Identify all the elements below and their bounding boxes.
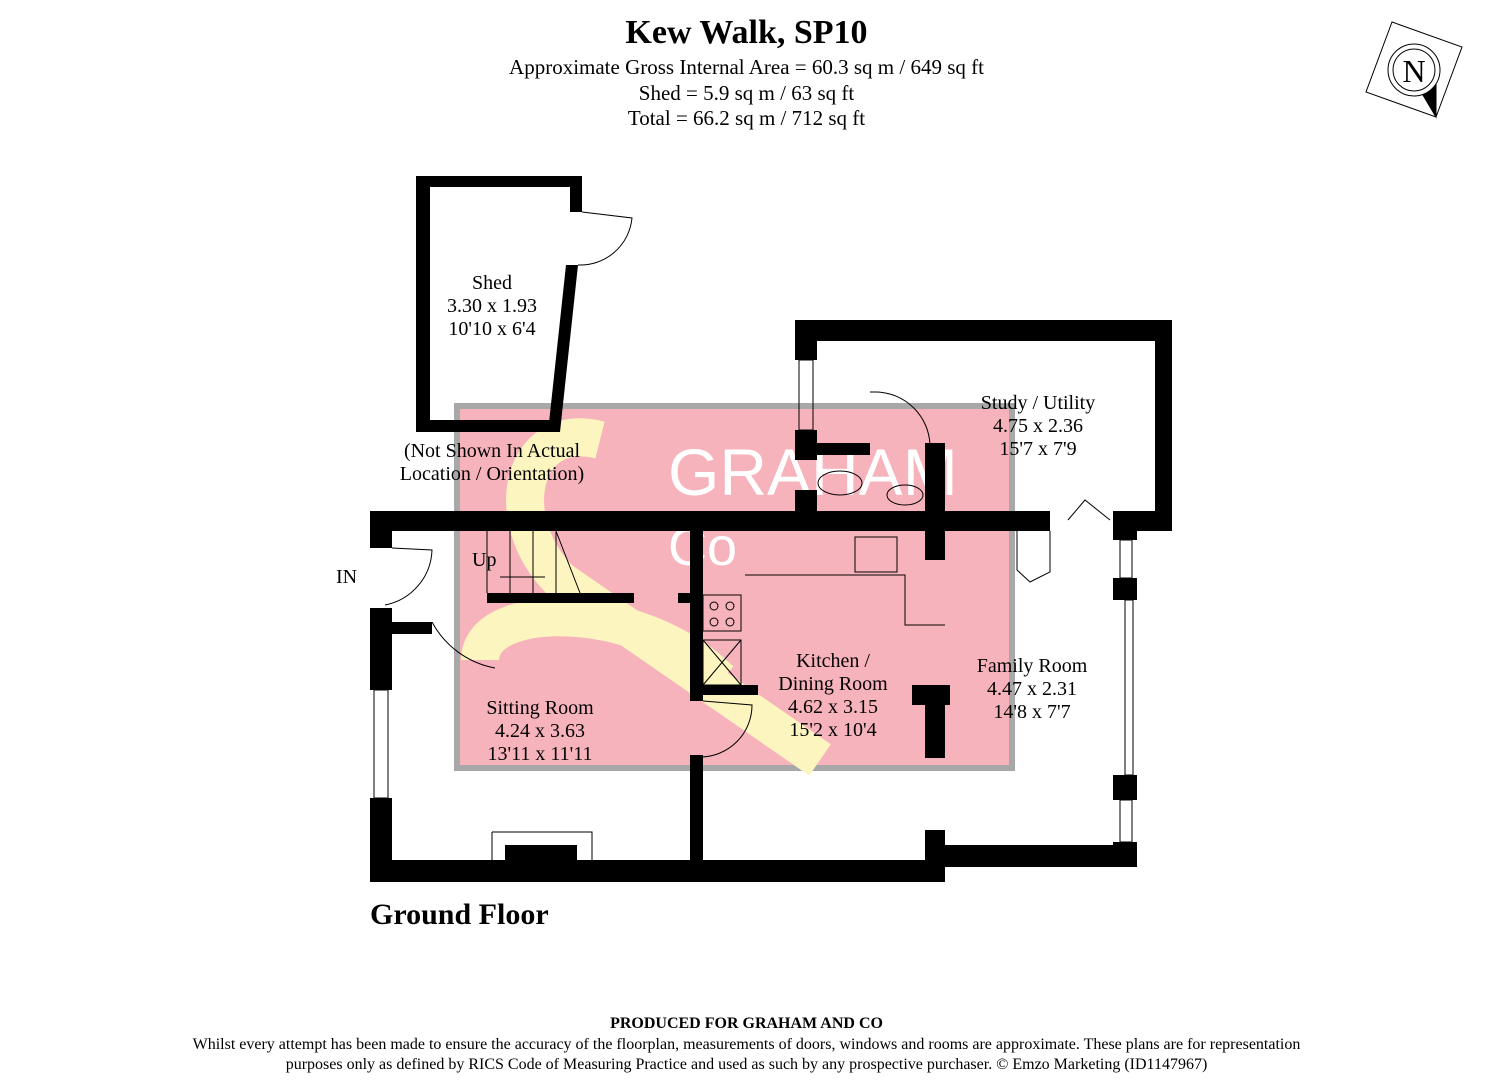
svg-text:N: N: [1402, 53, 1425, 89]
floor-label: Ground Floor: [370, 898, 549, 931]
entrance-label: IN: [336, 566, 358, 588]
gross-area: Approximate Gross Internal Area = 60.3 s…: [509, 55, 984, 79]
footer-disclaimer-2: purposes only as defined by RICS Code of…: [285, 1056, 1208, 1073]
fixtures: [373, 211, 1134, 860]
footer-produced: PRODUCED FOR GRAHAM AND CO: [610, 1015, 883, 1032]
shed-area: Shed = 5.9 sq m / 63 sq ft: [638, 81, 855, 105]
stairs-label: Up: [472, 549, 497, 571]
walls: [370, 176, 1172, 882]
total-area: Total = 66.2 sq m / 712 sq ft: [627, 106, 866, 130]
footer-disclaimer-1: Whilst every attempt has been made to en…: [192, 1036, 1301, 1053]
page-title: Kew Walk, SP10: [625, 14, 868, 51]
north-compass-icon: N: [1365, 21, 1463, 119]
